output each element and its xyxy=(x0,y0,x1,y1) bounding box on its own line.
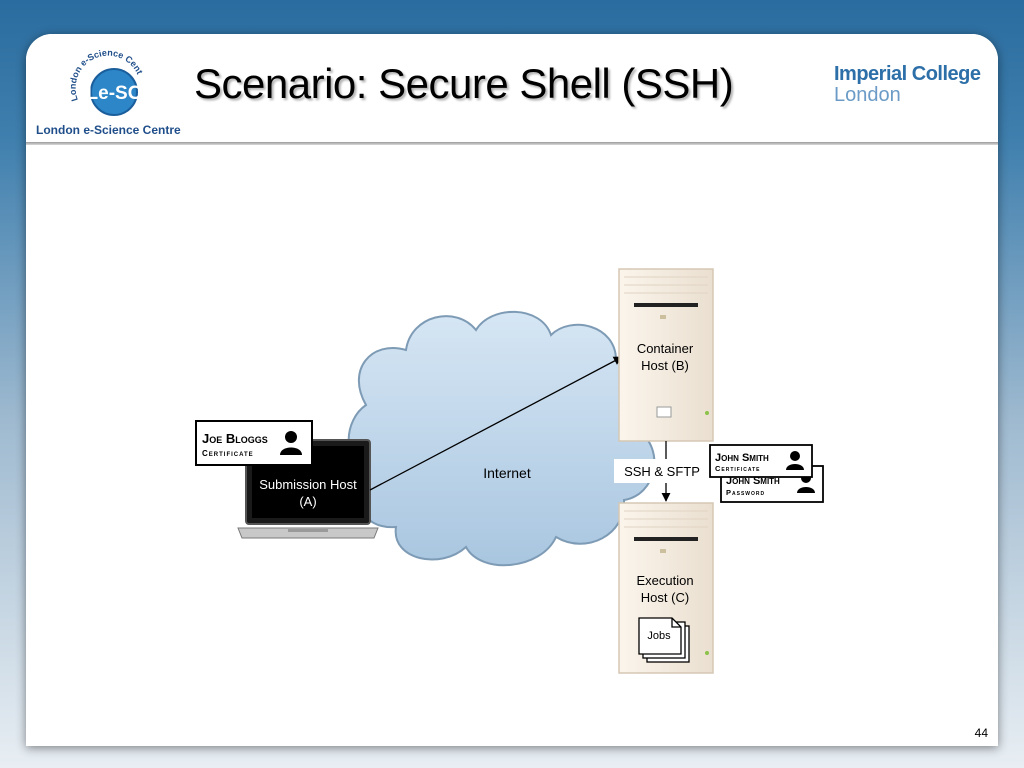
submission-host-label-line2: (A) xyxy=(299,494,316,509)
slide-content: Internet Submission Host (A) Joe Bloggs … xyxy=(26,145,998,746)
imperial-logo-line2: London xyxy=(834,84,901,106)
joe-certificate-type: Certificate xyxy=(202,449,254,458)
john-certificate-name: John Smith xyxy=(715,452,769,464)
person-icon xyxy=(280,431,302,455)
page-number: 44 xyxy=(974,726,988,740)
lesc-caption: London e-Science Centre xyxy=(36,123,181,137)
execution-host-label-line1: Execution xyxy=(636,573,693,588)
laptop-icon: Submission Host (A) xyxy=(237,439,379,539)
header-divider xyxy=(26,142,998,145)
slide: London e-Science Centre Le-SC London e-S… xyxy=(26,34,998,746)
person-icon xyxy=(786,451,804,470)
jobs-label: Jobs xyxy=(647,630,671,642)
slide-header: London e-Science Centre Le-SC London e-S… xyxy=(26,34,998,142)
john-certificate-card: John Smith Certificate xyxy=(709,444,813,478)
ssh-sftp-label: SSH & SFTP xyxy=(624,464,700,479)
lesc-logo: London e-Science Centre Le-SC xyxy=(66,46,145,116)
john-password-type: Password xyxy=(726,488,765,497)
container-host-label-line1: Container xyxy=(637,341,694,356)
container-host-server: Container Host (B) xyxy=(618,268,714,442)
joe-certificate-name: Joe Bloggs xyxy=(202,431,268,446)
submission-host-label-line1: Submission Host xyxy=(259,477,357,492)
john-certificate-type: Certificate xyxy=(715,464,761,473)
page-title: Scenario: Secure Shell (SSH) xyxy=(194,60,734,107)
execution-host-label-line2: Host (C) xyxy=(641,590,689,605)
lesc-logo-text: Le-SC xyxy=(87,83,142,104)
submission-to-container-arrow xyxy=(369,356,623,491)
joe-certificate-card: Joe Bloggs Certificate xyxy=(195,420,313,466)
internet-cloud: Internet xyxy=(347,310,656,567)
container-host-label-line2: Host (B) xyxy=(641,358,689,373)
jobs-documents-icon: Jobs xyxy=(638,617,690,663)
imperial-logo-line1: Imperial College xyxy=(834,63,981,85)
ssh-sftp-label-box: SSH & SFTP xyxy=(614,459,710,483)
ssh-diagram: Internet Submission Host (A) Joe Bloggs … xyxy=(195,268,824,674)
john-password-name: John Smith xyxy=(726,475,780,487)
imperial-college-logo: Imperial College London xyxy=(834,64,981,106)
internet-label: Internet xyxy=(483,465,531,481)
